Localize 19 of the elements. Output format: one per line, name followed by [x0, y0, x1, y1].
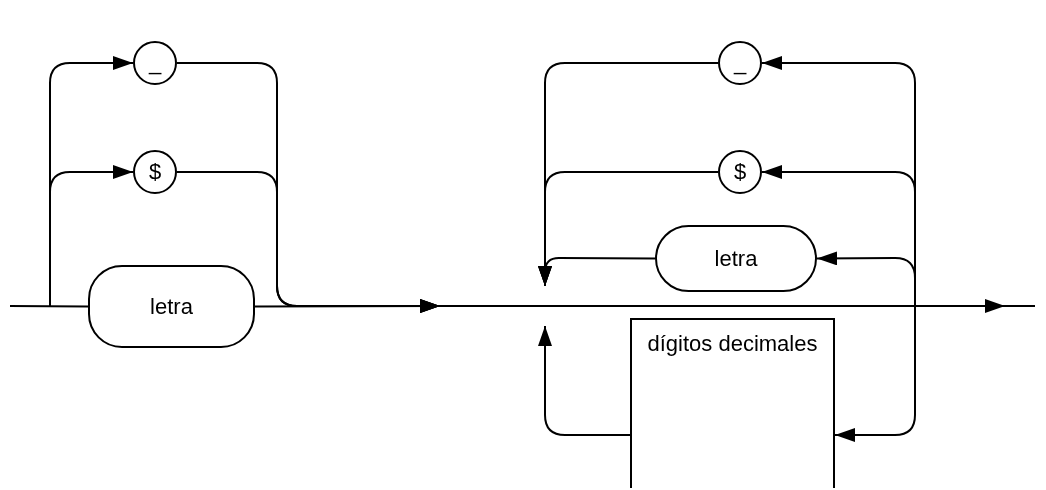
symbol-circle	[133, 41, 177, 85]
arrow	[49, 165, 134, 307]
arrow	[538, 257, 656, 287]
arrow	[834, 305, 916, 442]
symbol-circle	[133, 150, 177, 194]
arrow	[254, 299, 441, 314]
node-label: letra	[150, 292, 193, 321]
node-label: $	[148, 158, 162, 187]
node-label: _	[733, 49, 747, 78]
arrow	[816, 251, 916, 307]
node-label: $	[733, 158, 747, 187]
nonterminal-box	[88, 265, 255, 348]
arrow	[538, 325, 631, 436]
node-label: dígitos decimales	[647, 330, 818, 358]
nonterminal-box	[630, 318, 835, 488]
symbol-circle	[718, 41, 762, 85]
node-label: letra	[714, 244, 758, 273]
node-label: _	[148, 49, 162, 78]
symbol-circle	[718, 150, 762, 194]
